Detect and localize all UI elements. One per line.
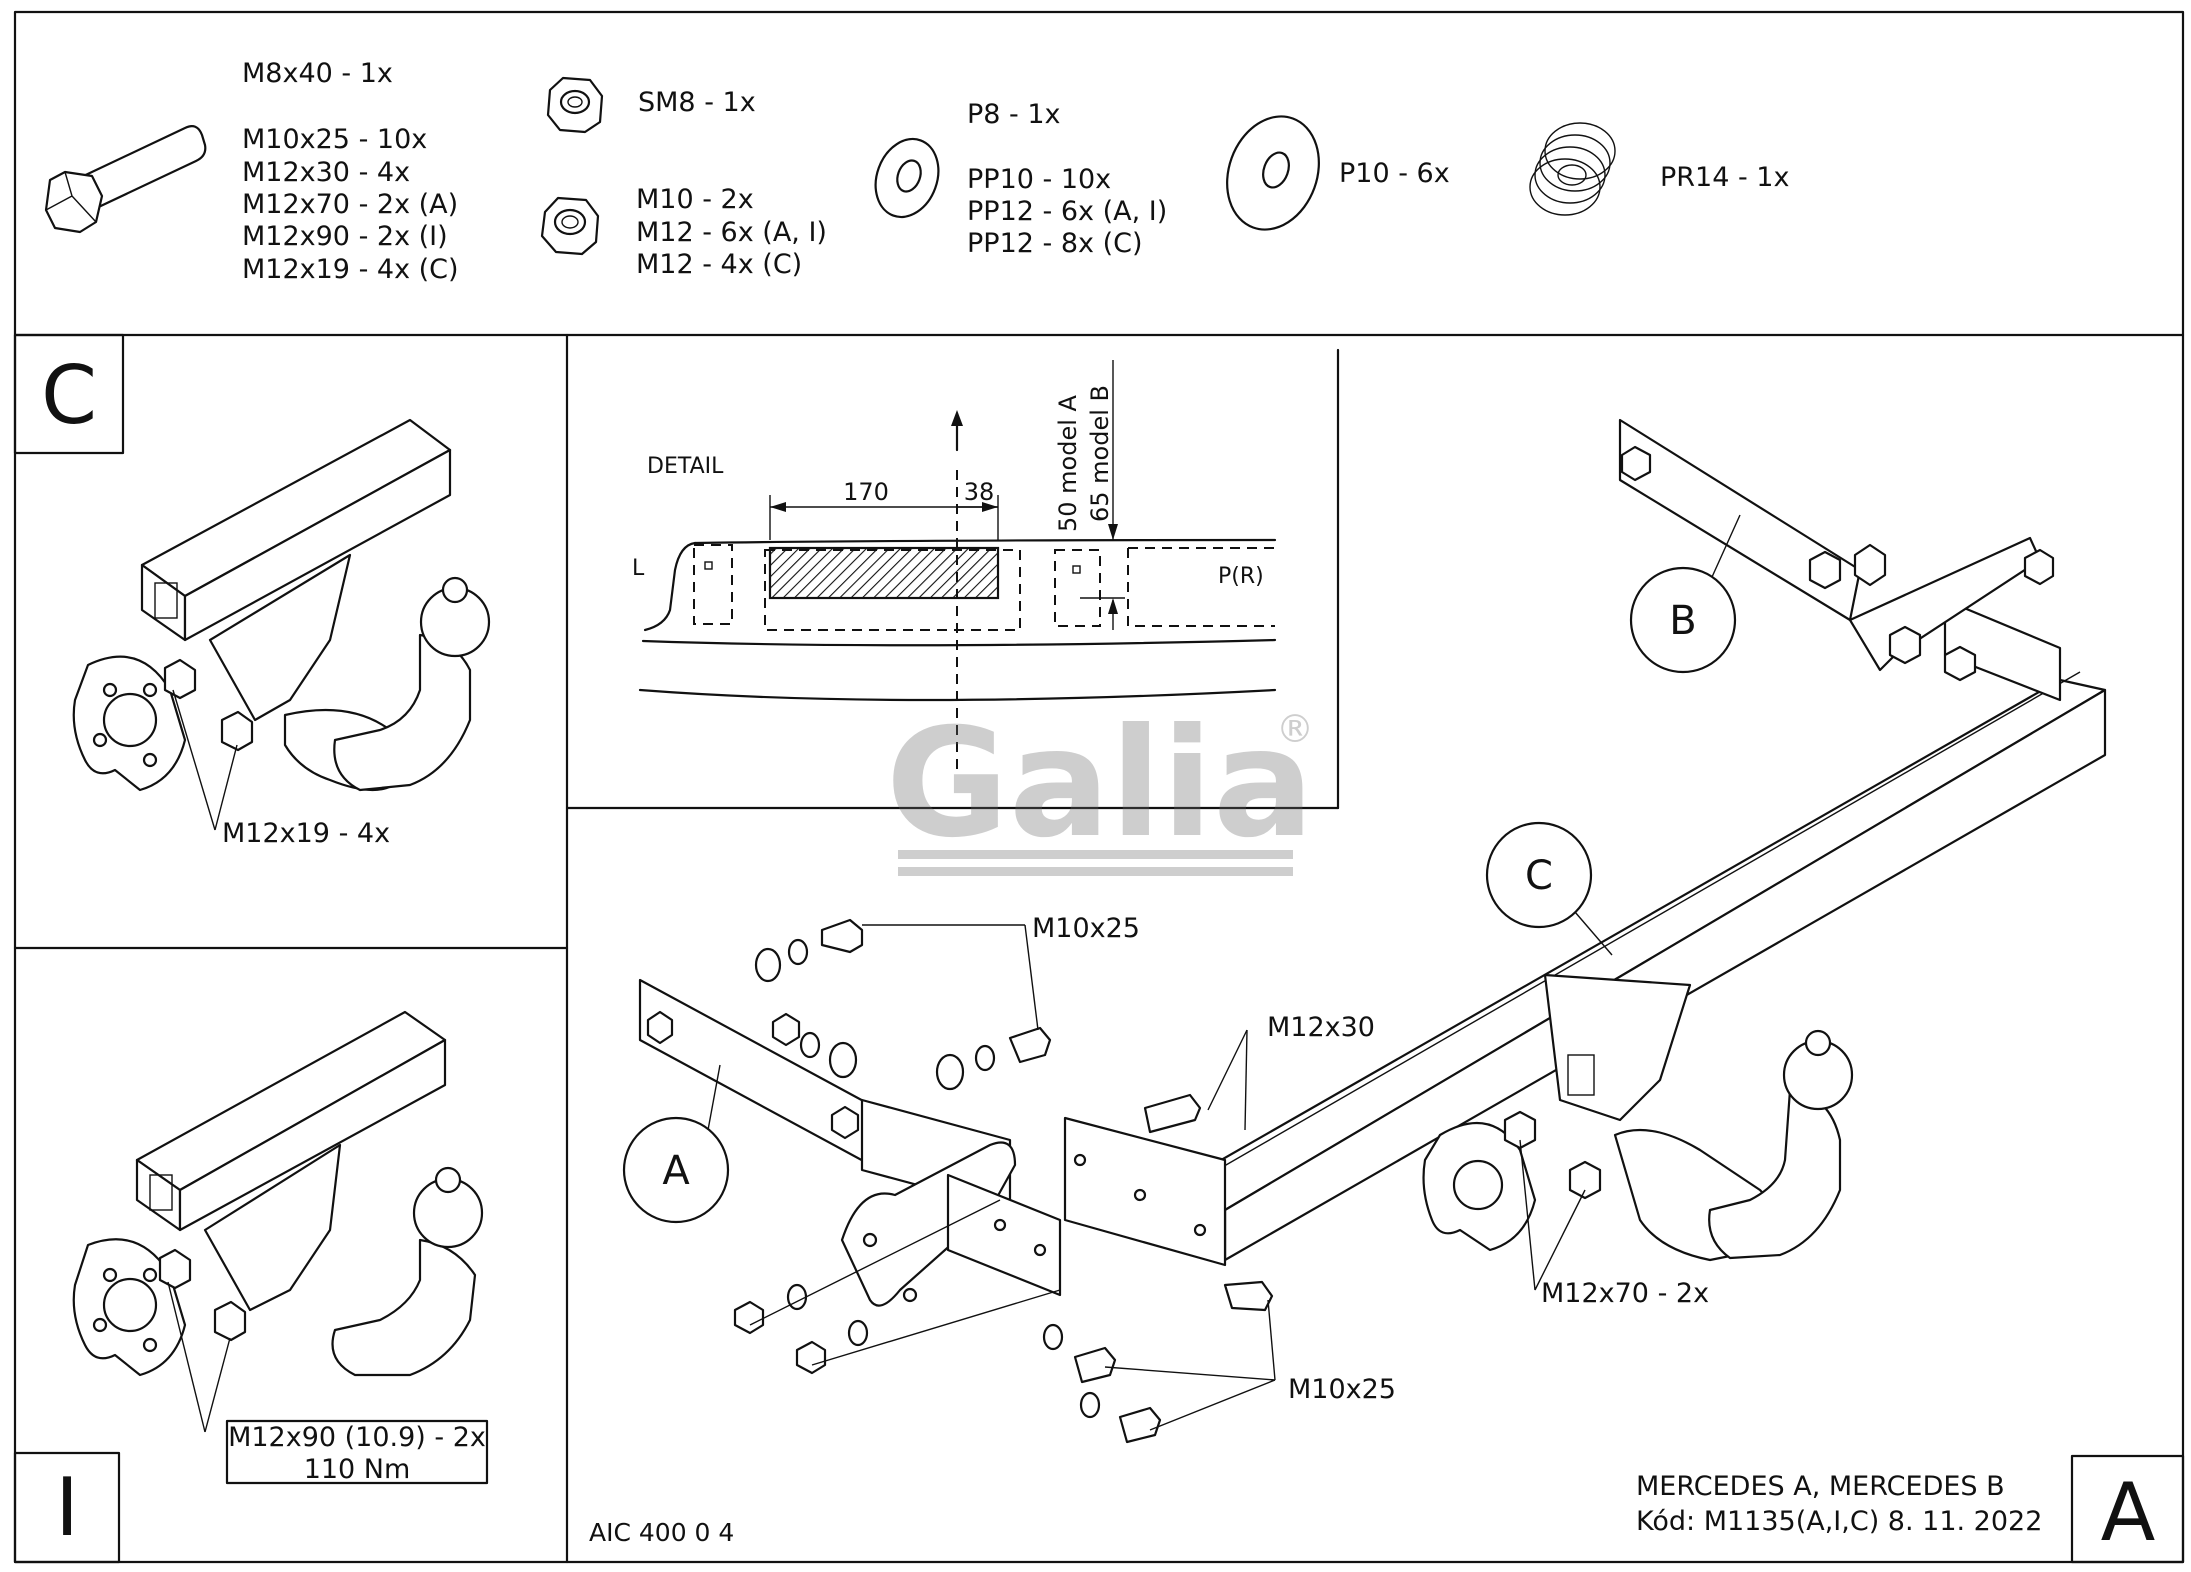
main-assembly: A B C M10x25 M12x30 M12	[622, 418, 2107, 1444]
leader-lines	[749, 924, 1586, 1431]
panel-i-letter: I	[55, 1461, 79, 1554]
panel-i: I M12x90 (10.9) - 2x 110 Nm	[13, 1010, 489, 1564]
callout-c-letter: C	[1525, 853, 1553, 899]
detail-view: DETAIL L P(R) 170 38 50 model A 65 m	[632, 360, 1277, 770]
bolt-m12x19: M12x19 - 4x (C)	[242, 254, 459, 285]
nut-m12-ai: M12 - 6x (A, I)	[636, 217, 827, 248]
bolt-m12x70: M12x70 - 2x (A)	[242, 189, 458, 220]
washer-pp12-ai: PP12 - 6x (A, I)	[967, 196, 1167, 227]
detail-left-label: L	[632, 556, 645, 581]
label-m12x70: M12x70 - 2x	[1541, 1278, 1709, 1309]
label-m12x30: M12x30	[1267, 1012, 1375, 1043]
cut-area	[768, 546, 1000, 600]
bolt-group-c	[163, 658, 254, 752]
detail-title: DETAIL	[647, 454, 724, 479]
watermark-registered: ®	[1276, 707, 1314, 751]
washer-small-icon	[874, 137, 940, 219]
label-m10x25-top: M10x25	[1032, 913, 1140, 944]
hex-nut-icon	[540, 196, 600, 256]
hex-bolt-icon	[44, 125, 207, 234]
dim-model-a: 50 model A	[1054, 394, 1082, 532]
washer-p10: P10 - 6x	[1339, 158, 1450, 189]
bolt-m12x30: M12x30 - 4x	[242, 157, 410, 188]
hardware-a	[646, 918, 1274, 1444]
bolt-m8x40: M8x40 - 1x	[242, 58, 393, 89]
detail-right-label: P(R)	[1218, 564, 1264, 589]
bolt-group-i	[158, 1248, 247, 1342]
variant-letter: A	[2101, 1466, 2156, 1559]
label-m10x25-bottom: M10x25	[1288, 1374, 1396, 1405]
callout-b-letter: B	[1669, 598, 1696, 644]
washer-pp10: PP10 - 10x	[967, 164, 1111, 195]
spring-washer-pr14: PR14 - 1x	[1660, 162, 1789, 193]
bolt-m12x90: M12x90 - 2x (I)	[242, 221, 448, 252]
lock-nut-sm8: SM8 - 1x	[638, 87, 756, 118]
vehicle-name: MERCEDES A, MERCEDES B	[1636, 1471, 2005, 1502]
callout-a: A	[622, 1064, 730, 1224]
lock-nut-icon	[546, 76, 604, 134]
drawing-code: AIC 400 0 4	[589, 1518, 734, 1547]
washer-p8: P8 - 1x	[967, 99, 1061, 130]
hardware-list: M8x40 - 1x M10x25 - 10x M12x30 - 4x M12x…	[44, 58, 1789, 285]
callout-b: B	[1629, 514, 1741, 674]
callout-c: C	[1485, 821, 1613, 956]
bolt-m10x25: M10x25 - 10x	[242, 124, 427, 155]
dim-model-b: 65 model B	[1086, 385, 1114, 522]
nut-m12-c: M12 - 4x (C)	[636, 249, 802, 280]
washer-pp12-c: PP12 - 8x (C)	[967, 228, 1143, 259]
washer-large-icon	[1226, 115, 1320, 231]
panel-i-bolt-label: M12x90 (10.9) - 2x	[228, 1422, 486, 1453]
product-code-date: Kód: M1135(A,I,C) 8. 11. 2022	[1636, 1506, 2042, 1537]
panel-c: C M12x19 - 4x	[13, 333, 491, 849]
panel-i-torque: 110 Nm	[304, 1454, 411, 1485]
watermark-text: Galia	[886, 697, 1314, 871]
spring-washer-icon	[1529, 122, 1616, 216]
title-block: AIC 400 0 4 MERCEDES A, MERCEDES B Kód: …	[589, 1454, 2185, 1564]
galia-watermark: Galia ®	[886, 697, 1314, 876]
callout-a-letter: A	[662, 1148, 690, 1194]
dim-38: 38	[964, 478, 995, 506]
nut-m10: M10 - 2x	[636, 184, 754, 215]
dim-170: 170	[843, 478, 889, 506]
panel-c-letter: C	[41, 349, 97, 442]
sheet-frame	[13, 10, 2185, 1564]
panel-c-bolt-label: M12x19 - 4x	[222, 818, 390, 849]
